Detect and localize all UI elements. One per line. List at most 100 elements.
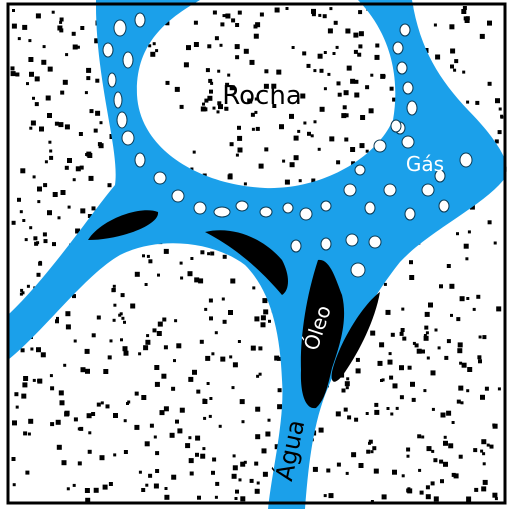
- rock-grain: [393, 383, 398, 388]
- rock-grain: [155, 49, 158, 52]
- rock-grain: [94, 129, 98, 133]
- rock-grain: [462, 363, 467, 368]
- rock-grain: [307, 132, 311, 136]
- rock-grain: [268, 419, 271, 422]
- rock-grain: [17, 198, 21, 202]
- rock-grain: [229, 173, 233, 177]
- rock-grain: [57, 26, 62, 31]
- rock-grain: [235, 490, 239, 494]
- rock-grain: [344, 408, 348, 412]
- rock-grain: [154, 484, 159, 489]
- rock-grain: [382, 494, 387, 499]
- rock-grain: [297, 130, 300, 133]
- rock-grain: [345, 113, 349, 117]
- rock-grain: [85, 349, 90, 354]
- rock-grain: [65, 166, 69, 170]
- rock-grain: [210, 252, 214, 256]
- rock-grain: [237, 126, 241, 130]
- rock-grain: [106, 404, 110, 408]
- rock-grain: [285, 180, 290, 185]
- rock-grain: [230, 279, 235, 284]
- rock-grain: [68, 206, 71, 209]
- rock-grain: [190, 257, 193, 260]
- rock-grain: [206, 68, 210, 72]
- rock-grain: [412, 398, 416, 402]
- rock-grain: [261, 322, 266, 327]
- rock-grain: [74, 417, 78, 421]
- rock-grain: [488, 220, 492, 224]
- rock-grain: [48, 141, 51, 144]
- rock-grain: [443, 462, 448, 467]
- rock-grain: [479, 336, 482, 339]
- rock-grain: [29, 226, 32, 229]
- rock-grain: [158, 322, 163, 327]
- rock-grain: [255, 489, 260, 494]
- rock-grain: [262, 298, 267, 303]
- rock-grain: [407, 455, 410, 458]
- rock-grain: [448, 443, 453, 448]
- rock-grain: [11, 71, 16, 76]
- rock-grain: [217, 110, 220, 113]
- rock-grain: [205, 356, 210, 361]
- rock-grain: [155, 451, 159, 455]
- rock-grain: [337, 463, 341, 467]
- rock-grain: [233, 362, 238, 367]
- rock-grain: [423, 389, 426, 392]
- rock-grain: [97, 316, 101, 320]
- rock-grain: [466, 297, 469, 300]
- rock-grain: [447, 264, 451, 268]
- rock-grain: [294, 155, 299, 160]
- rock-grain: [150, 424, 154, 428]
- rock-grain: [344, 90, 349, 95]
- rock-grain: [52, 242, 56, 246]
- rock-grain: [188, 436, 191, 439]
- gas-bubble: [439, 200, 449, 212]
- rock-grain: [487, 21, 492, 26]
- rock-grain: [279, 124, 284, 129]
- rock-grain: [336, 46, 339, 49]
- rock-grain: [162, 318, 166, 322]
- gas-bubble: [374, 140, 386, 152]
- rock-grain: [72, 32, 76, 36]
- rock-grain: [211, 352, 214, 355]
- rock-grain: [274, 356, 279, 361]
- rock-grain: [447, 339, 451, 343]
- rock-grain: [457, 348, 462, 353]
- rock-grain: [60, 91, 64, 95]
- rock-grain: [261, 315, 266, 320]
- rock-grain: [384, 283, 387, 286]
- rock-grain: [108, 355, 112, 359]
- rock-grain: [238, 11, 242, 15]
- rock-grain: [390, 87, 394, 91]
- rock-grain: [58, 122, 63, 127]
- rock-grain: [73, 45, 78, 50]
- rock-grain: [175, 87, 180, 92]
- rock-grain: [20, 293, 23, 296]
- rock-grain: [347, 415, 351, 419]
- rock-grain: [313, 69, 316, 72]
- rock-grain: [33, 175, 36, 178]
- rock-grain: [78, 461, 82, 465]
- rock-grain: [86, 68, 91, 73]
- gas-bubble: [391, 120, 401, 132]
- rock-grain: [263, 472, 268, 477]
- rock-grain: [20, 210, 23, 213]
- rock-grain: [145, 484, 148, 487]
- rock-grain: [431, 481, 435, 485]
- rock-grain: [74, 340, 77, 343]
- rock-grain: [490, 445, 494, 449]
- rock-grain: [329, 136, 334, 141]
- rock-grain: [20, 168, 25, 173]
- rock-grain: [456, 232, 459, 235]
- rock-grain: [188, 271, 193, 276]
- rock-grain: [154, 365, 159, 370]
- rock-grain: [164, 406, 169, 411]
- rock-grain: [402, 474, 405, 477]
- rock-grain: [242, 420, 245, 423]
- rock-grain: [43, 183, 47, 187]
- rock-grain: [289, 114, 294, 119]
- rock-grain: [120, 338, 123, 341]
- rock-grain: [202, 447, 205, 450]
- rock-grain: [473, 308, 476, 311]
